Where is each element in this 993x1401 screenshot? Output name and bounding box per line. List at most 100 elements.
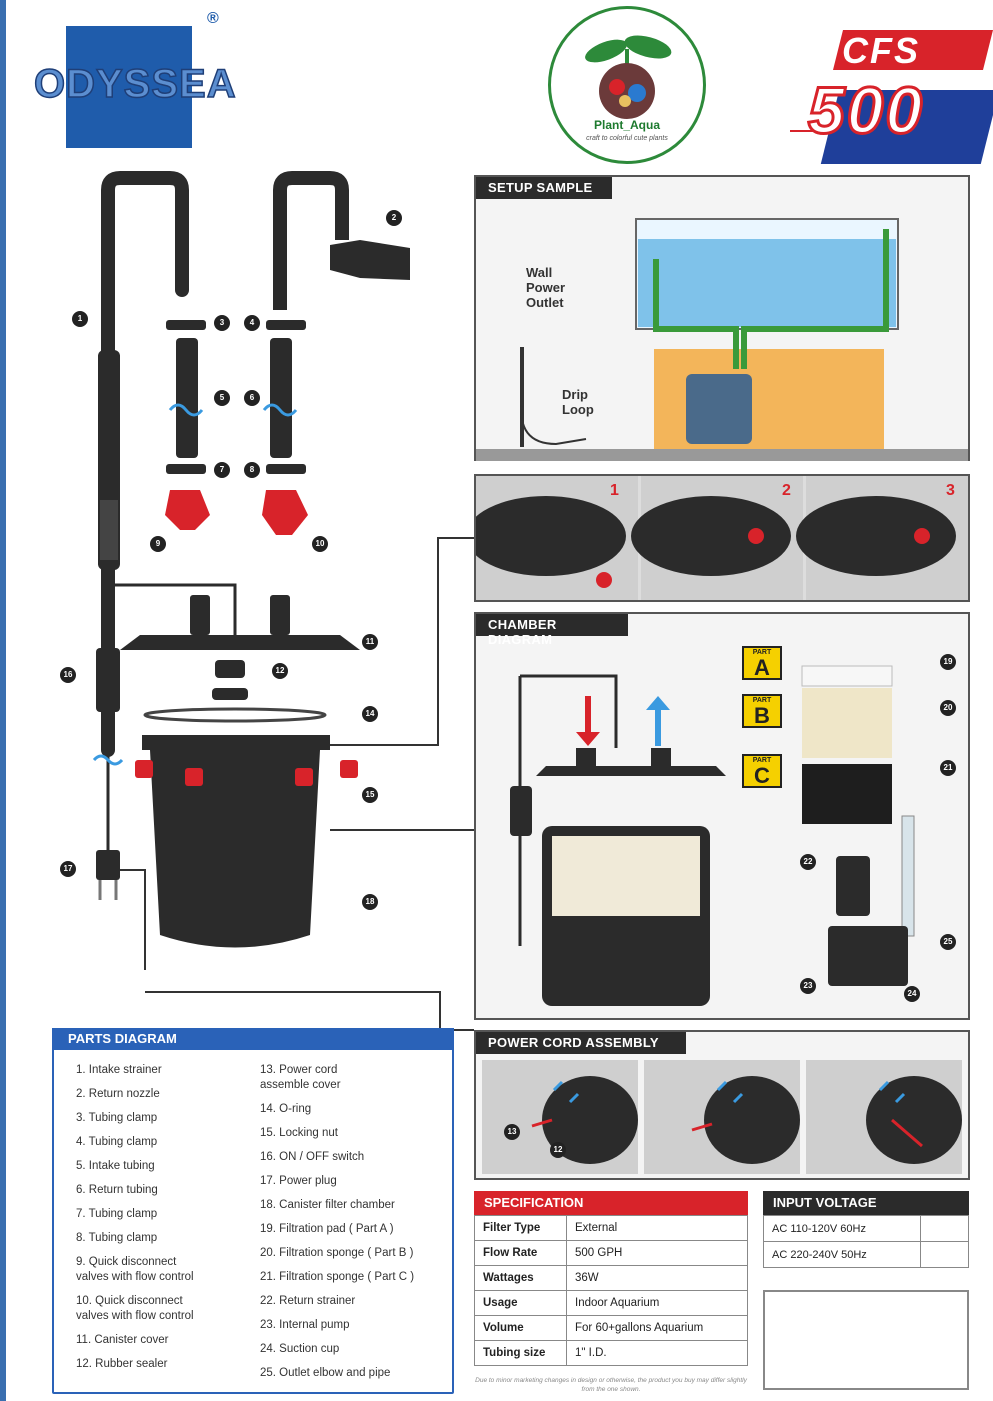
table-row: AC 220-240V 50Hz (763, 1241, 969, 1268)
plant-sprout-icon (585, 35, 672, 119)
return-tubing-icon (270, 338, 292, 458)
part-item: 13. Power cord assemble cover (260, 1064, 341, 1091)
part-item: 14. O-ring (260, 1103, 312, 1115)
callout-11: 11 (362, 634, 378, 650)
callout-4: 4 (244, 315, 260, 331)
callout-13: 13 (504, 1124, 520, 1140)
voltage-check-cell (920, 1215, 969, 1242)
voltage-check-cell (920, 1241, 969, 1268)
spec-value: External (566, 1215, 748, 1241)
chamber-diagram-title: CHAMBER DIAGRAM (476, 614, 628, 647)
table-row: AC 110-120V 60Hz (763, 1215, 969, 1242)
shop-logo (548, 6, 706, 164)
callout-22: 22 (800, 854, 816, 870)
part-item: 12. Rubber sealer (76, 1358, 168, 1370)
callout-24: 24 (904, 986, 920, 1002)
callout-17: 17 (60, 861, 76, 877)
setup-sample-title: SETUP SAMPLE (476, 177, 612, 199)
voltage-value: AC 110-120V 60Hz (763, 1215, 921, 1242)
part-item: 9. Quick disconnect valves with flow con… (76, 1256, 194, 1283)
spec-key: Flow Rate (474, 1240, 567, 1266)
canister-cover-icon (120, 635, 360, 650)
part-item: 10. Quick disconnect valves with flow co… (76, 1295, 194, 1322)
wall-outlet-label: Wall Power Outlet (526, 265, 566, 310)
part-item: 1. Intake strainer (76, 1064, 162, 1076)
registered-mark: ® (207, 10, 219, 27)
quick-disconnect-valve-icon (165, 490, 210, 530)
steps-panel: 1 2 3 (474, 474, 970, 602)
part-item: 21. Filtration sponge ( Part C ) (260, 1271, 415, 1283)
parts-diagram-title: PARTS DIAGRAM (52, 1028, 454, 1050)
model-prefix: CFS (842, 30, 920, 71)
part-item: 3. Tubing clamp (76, 1112, 158, 1124)
step-1-label: 1 (610, 482, 619, 499)
callout-5: 5 (214, 390, 230, 406)
spec-value: For 60+gallons Aquarium (566, 1315, 748, 1341)
part-item: 4. Tubing clamp (76, 1136, 158, 1148)
voltage-value: AC 220-240V 50Hz (763, 1241, 921, 1268)
filter-sponge-c-icon (802, 764, 892, 824)
intake-tubing-icon (176, 338, 198, 458)
tubing-clamp-icon (266, 464, 306, 474)
spec-footnote: Due to minor marketing changes in design… (475, 1377, 747, 1393)
locking-nut-icon (135, 760, 153, 778)
part-item: 6. Return tubing (76, 1184, 158, 1196)
power-cord-panel: POWER CORD ASSEMBLY 13 12 (474, 1030, 970, 1180)
spec-value: 1" I.D. (566, 1340, 748, 1366)
callout-20: 20 (940, 700, 956, 716)
callout-12: 12 (272, 663, 288, 679)
part-item: 17. Power plug (260, 1175, 337, 1187)
callout-21: 21 (940, 760, 956, 776)
part-item: 11. Canister cover (76, 1334, 169, 1346)
callout-3: 3 (214, 315, 230, 331)
callout-2: 2 (386, 210, 402, 226)
callout-9: 9 (150, 536, 166, 552)
setup-sample-panel: SETUP SAMPLE Wall Power Outlet Drip Loop (474, 175, 970, 461)
callout-10: 10 (312, 536, 328, 552)
locking-nut-icon (185, 768, 203, 786)
model-banner-line (790, 130, 830, 132)
spec-value: 500 GPH (566, 1240, 748, 1266)
part-item: 16. ON / OFF switch (260, 1151, 365, 1163)
power-cord-illustration (482, 1060, 962, 1174)
return-strainer-icon (836, 856, 870, 916)
callout-15: 15 (362, 787, 378, 803)
part-item: 2. Return nozzle (76, 1088, 160, 1100)
part-item: 19. Filtration pad ( Part A ) (260, 1223, 394, 1235)
steps-illustration (476, 476, 968, 600)
callout-19: 19 (940, 654, 956, 670)
canister-icon (686, 374, 752, 444)
spec-key: Usage (474, 1290, 567, 1316)
arrow-up-icon (646, 696, 670, 710)
callout-25: 25 (940, 934, 956, 950)
callout-6: 6 (244, 390, 260, 406)
callout-16: 16 (60, 667, 76, 683)
on-off-switch-icon (96, 648, 120, 712)
internal-pump-icon (828, 926, 908, 986)
power-plug-icon (96, 850, 120, 880)
chamber-illustration (510, 665, 915, 1006)
spec-key: Filter Type (474, 1215, 567, 1241)
callout-8: 8 (244, 462, 260, 478)
rubber-sealer-icon (215, 660, 245, 678)
callout-18: 18 (362, 894, 378, 910)
filter-pad-icon (801, 665, 893, 687)
exploded-parts-diagram (92, 171, 450, 970)
input-voltage-title: INPUT VOLTAGE (763, 1191, 969, 1215)
part-item: 25. Outlet elbow and pipe (260, 1367, 391, 1379)
specification-title: SPECIFICATION (474, 1191, 748, 1215)
return-nozzle-icon (273, 171, 349, 310)
left-edge-bar (0, 0, 6, 1401)
parts-list-left: 1. Intake strainer 2. Return nozzle 3. T… (76, 1063, 246, 1381)
shop-name: Plant_Aqua (593, 118, 660, 132)
spec-value: Indoor Aquarium (566, 1290, 748, 1316)
